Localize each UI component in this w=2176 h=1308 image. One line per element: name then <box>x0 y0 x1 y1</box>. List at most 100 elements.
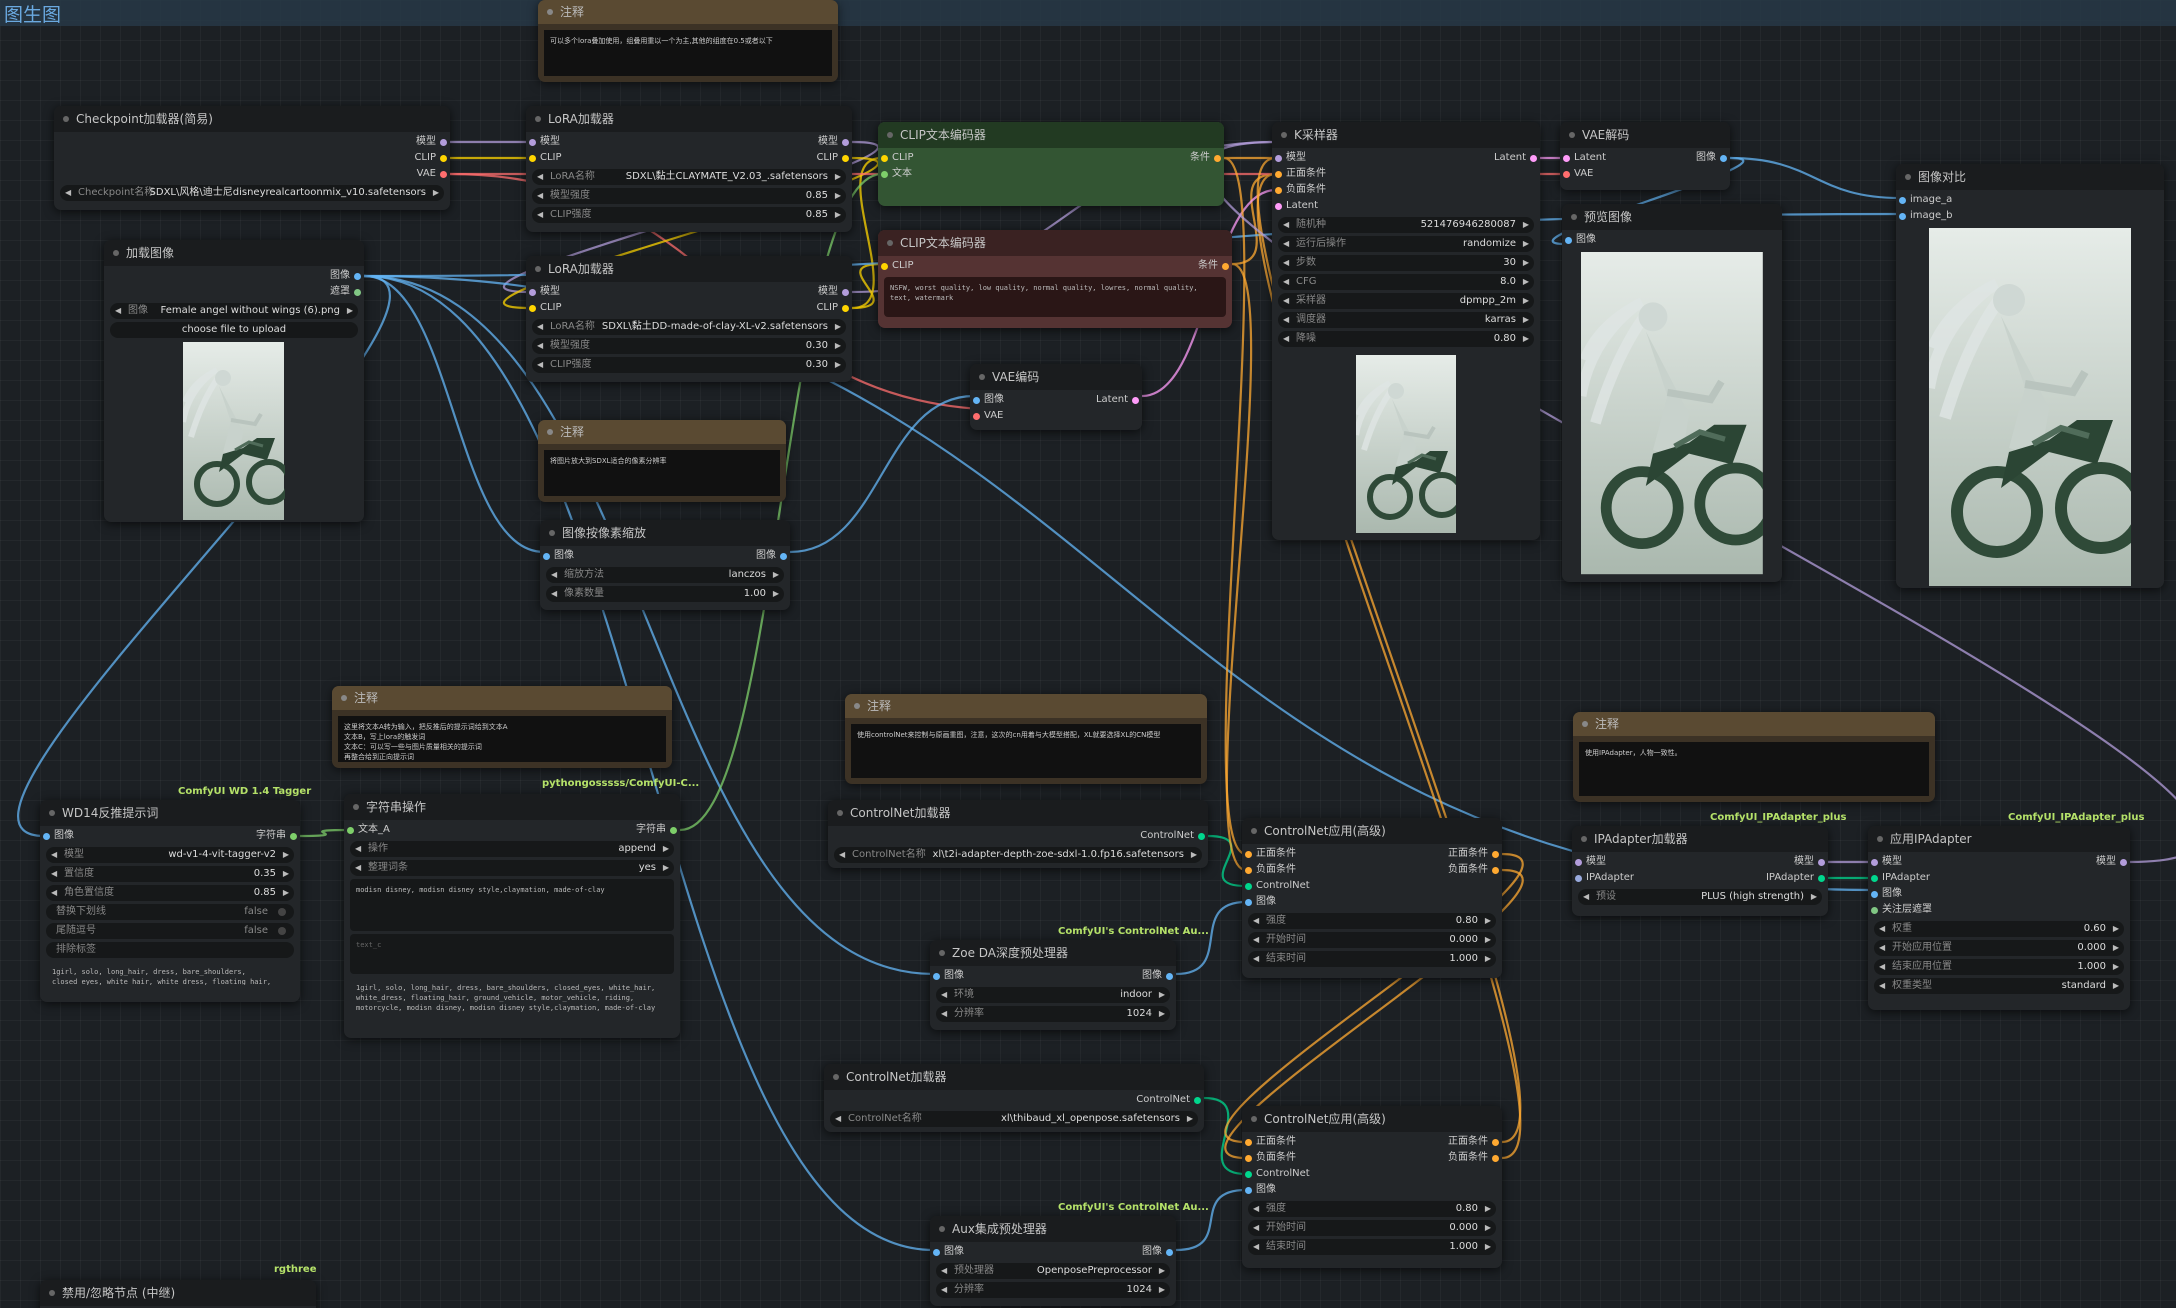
widget-权重[interactable]: 权重0.60 <box>1874 921 2124 937</box>
toggle-switch[interactable] <box>278 908 286 916</box>
node-title[interactable]: Zoe DA深度预处理器 <box>930 940 1176 966</box>
node-title[interactable]: 图像对比 <box>1896 164 2164 190</box>
widget-强度[interactable]: 强度0.80 <box>1248 913 1496 929</box>
compare-image[interactable] <box>1929 228 2131 586</box>
input-attn-mask[interactable]: 关注层遮罩 <box>1871 902 2124 918</box>
io-image[interactable]: 图像图像 <box>543 548 787 564</box>
upload-button[interactable]: choose file to upload <box>110 322 358 338</box>
note-text[interactable]: 将图片放大到SDXL适合的像素分辨率 <box>544 450 780 496</box>
input-text[interactable]: 文本 <box>881 166 1218 182</box>
node-title[interactable]: VAE解码 <box>1560 122 1730 148</box>
node-controlnet-apply-advanced-2[interactable]: ControlNet应用(高级) 正面条件正面条件 负面条件负面条件 Contr… <box>1242 1106 1502 1268</box>
input-image-b[interactable]: image_b <box>1899 208 2158 224</box>
input-negative[interactable]: 负面条件 <box>1275 182 1534 198</box>
node-title[interactable]: IPAdapter加载器 <box>1572 826 1828 852</box>
input-vae[interactable]: VAE <box>1563 166 1724 182</box>
input-image[interactable]: 图像 <box>1245 894 1496 910</box>
node-title[interactable]: LoRA加载器 <box>526 106 852 132</box>
checkpoint-name-widget[interactable]: Checkpoint名称SDXL\风格\迪士尼disneyrealcartoon… <box>60 185 444 201</box>
widget-强度[interactable]: 强度0.80 <box>1248 1201 1496 1217</box>
output-image[interactable]: 图像 <box>110 268 361 284</box>
string-result-text[interactable]: 1girl, solo, long_hair, dress, bare_shou… <box>356 984 656 1012</box>
node-title[interactable]: Aux集成预处理器 <box>930 1216 1176 1242</box>
note-text[interactable]: 可以多个lora叠加使用，组叠用重以一个为主,其他的组度在0.5或者以下 <box>544 30 832 76</box>
node-title[interactable]: 应用IPAdapter <box>1868 826 2130 852</box>
io-image[interactable]: 图像图像 <box>933 1244 1173 1260</box>
input-vae[interactable]: VAE <box>973 408 1136 424</box>
tagger-output-text[interactable]: 1girl, solo, long_hair, dress, bare_shou… <box>52 968 272 985</box>
output-clip[interactable]: CLIP <box>60 150 447 166</box>
widget-降噪[interactable]: 降噪0.80 <box>1278 331 1534 347</box>
controlnet-name-widget[interactable]: ControlNet名称xl\t2i-adapter-depth-zoe-sdx… <box>834 847 1202 863</box>
io-positive[interactable]: 正面条件正面条件 <box>1245 1134 1499 1150</box>
node-title[interactable]: 预览图像 <box>1562 204 1782 230</box>
node-title[interactable]: CLIP文本编码器 <box>878 122 1224 148</box>
node-title[interactable]: CLIP文本编码器 <box>878 230 1232 256</box>
input-image[interactable]: 图像 <box>1245 1182 1496 1198</box>
io-negative[interactable]: 负面条件负面条件 <box>1245 1150 1499 1166</box>
input-image-a[interactable]: image_a <box>1899 192 2158 208</box>
node-image-compare[interactable]: 图像对比 image_a image_b <box>1896 164 2164 588</box>
output-model[interactable]: 模型 <box>60 134 447 150</box>
input-positive[interactable]: 正面条件 <box>1275 166 1534 182</box>
io-model[interactable]: 模型模型 <box>1575 854 1825 870</box>
node-title[interactable]: K采样器 <box>1272 122 1540 148</box>
exclude-tags-field[interactable]: 排除标签 <box>46 942 294 958</box>
node-title[interactable]: 禁用/忽略节点 (中继) <box>40 1280 316 1306</box>
toggle-switch[interactable] <box>278 927 286 935</box>
node-title[interactable]: ControlNet加载器 <box>828 800 1208 826</box>
input-image[interactable]: 图像 <box>1871 886 2124 902</box>
node-controlnet-loader-1[interactable]: ControlNet加载器 ControlNet ControlNet名称xl\… <box>828 800 1208 868</box>
note-prompt-tip[interactable]: 注释 这里将文本A转为输入，把反推后的提示词给到文本A 文本B，写上lora的触… <box>332 686 672 768</box>
lora-name-widget[interactable]: LoRA名称SDXL\黏土DD-made-of-clay-XL-v2.safet… <box>532 319 846 335</box>
node-title[interactable]: Checkpoint加载器(简易) <box>54 106 450 132</box>
node-title[interactable]: WD14反推提示词 <box>40 800 300 826</box>
node-title[interactable]: 加载图像 <box>104 240 364 266</box>
output-mask[interactable]: 遮罩 <box>110 284 361 300</box>
io-model[interactable]: 模型模型 <box>529 134 849 150</box>
io-negative[interactable]: 负面条件负面条件 <box>1245 862 1499 878</box>
controlnet-name-widget[interactable]: ControlNet名称xl\thibaud_xl_openpose.safet… <box>830 1111 1198 1127</box>
node-title[interactable]: LoRA加载器 <box>526 256 852 282</box>
note-text[interactable]: 使用controlNet来控制与原画重图，注意，这次的cn用着与大模型搭配，XL… <box>851 724 1201 778</box>
node-preview-image[interactable]: 预览图像 图像 <box>1562 204 1782 582</box>
